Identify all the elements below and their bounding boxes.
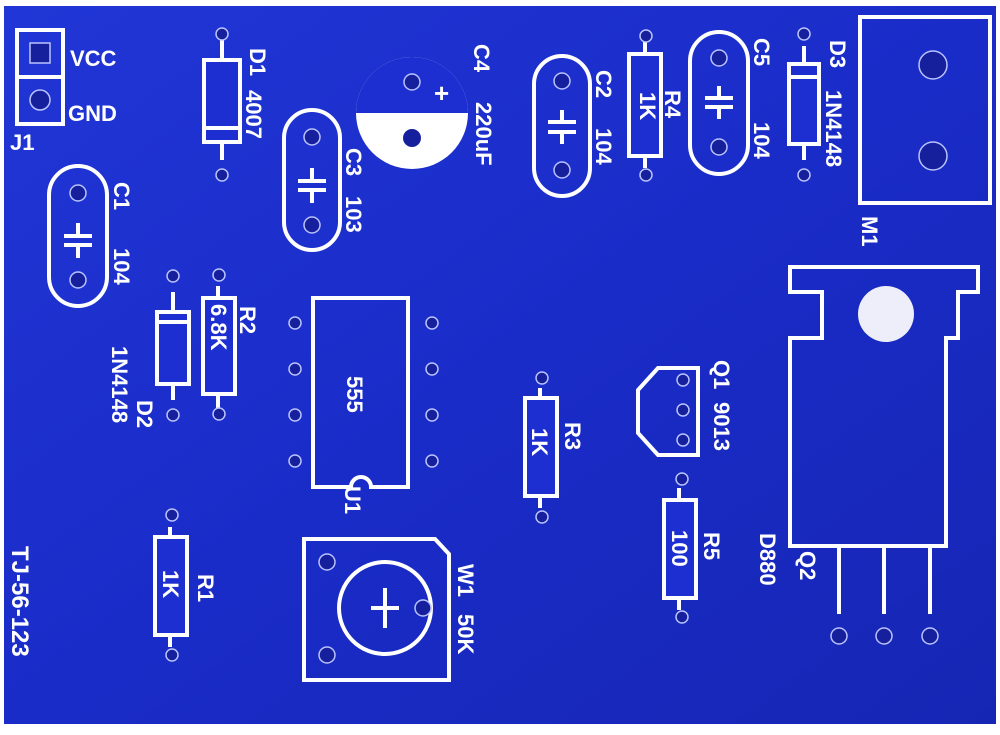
r5-value-label: 100 [667, 530, 692, 567]
w1-value-label: 50K [453, 614, 478, 654]
r2-ref-label: R2 [235, 306, 260, 334]
d2-value-label: 1N4148 [107, 346, 132, 423]
capacitor-c4: + C4 220uF [356, 44, 496, 169]
q2-mounting-hole [858, 286, 914, 342]
r2-value-label: 6.8K [206, 304, 231, 351]
r1-value-label: 1K [158, 570, 183, 598]
j1-ref-label: J1 [10, 130, 34, 155]
resistor-r1: 1K R1 [153, 508, 218, 662]
capacitor-c1: C1 104 [47, 164, 134, 308]
c2-ref-label: C2 [591, 70, 616, 98]
resistor-r5: 100 R5 [662, 472, 724, 624]
c1-value-label: 104 [109, 248, 134, 285]
r3-value-label: 1K [527, 428, 552, 456]
d3-value-label: 1N4148 [821, 90, 846, 167]
c1-ref-label: C1 [109, 182, 134, 210]
diode-d3: D3 1N4148 [787, 27, 850, 182]
c2-value-label: 104 [591, 128, 616, 165]
diode-d1: D1 4007 [202, 27, 270, 182]
r5-ref-label: R5 [699, 532, 724, 560]
c4-polarity-mark: + [434, 78, 449, 108]
potentiometer-w1: W1 50K [302, 537, 478, 682]
c3-ref-label: C3 [341, 148, 366, 176]
capacitor-c3: C3 103 [282, 108, 366, 252]
d1-value-label: 4007 [241, 90, 266, 139]
diode-d2: 1N4148 D2 [107, 269, 191, 428]
w1-ref-label: W1 [453, 564, 478, 597]
capacitor-c5: C5 104 [688, 30, 774, 176]
m1-ref-label: M1 [857, 216, 882, 247]
u1-ref-label: U1 [340, 486, 365, 514]
resistor-r4: R4 1K [627, 29, 685, 182]
u1-value-label: 555 [342, 376, 367, 413]
q2-ref-label: Q2 [795, 551, 820, 580]
r3-ref-label: R3 [560, 422, 585, 450]
j1-gnd-label: GND [68, 101, 117, 126]
connector-j1: VCC GND J1 [10, 28, 117, 155]
r4-value-label: 1K [635, 92, 660, 120]
ic-u1: 555 U1 [288, 296, 439, 514]
d3-ref-label: D3 [825, 40, 850, 68]
transistor-q1: Q1 9013 [636, 360, 734, 457]
board-substrate [4, 6, 996, 724]
q2-value-label: D880 [755, 533, 780, 586]
r1-ref-label: R1 [193, 574, 218, 602]
capacitor-c2: C2 104 [532, 54, 616, 198]
board-id-label: TJ-56-123 [6, 546, 33, 657]
q1-ref-label: Q1 [709, 360, 734, 389]
q1-value-label: 9013 [709, 402, 734, 451]
transistor-q2: D880 Q2 [755, 265, 980, 645]
c4-ref-label: C4 [469, 44, 494, 73]
r4-ref-label: R4 [660, 90, 685, 119]
resistor-r2: 6.8K R2 [201, 268, 260, 421]
terminal-block-m1: M1 [857, 15, 992, 247]
c3-value-label: 103 [341, 196, 366, 233]
c5-value-label: 104 [749, 122, 774, 159]
d1-ref-label: D1 [245, 48, 270, 76]
d2-ref-label: D2 [132, 400, 157, 428]
j1-vcc-label: VCC [70, 46, 117, 71]
resistor-r3: 1K R3 [523, 371, 585, 524]
c5-ref-label: C5 [749, 38, 774, 66]
c4-value-label: 220uF [471, 102, 496, 166]
